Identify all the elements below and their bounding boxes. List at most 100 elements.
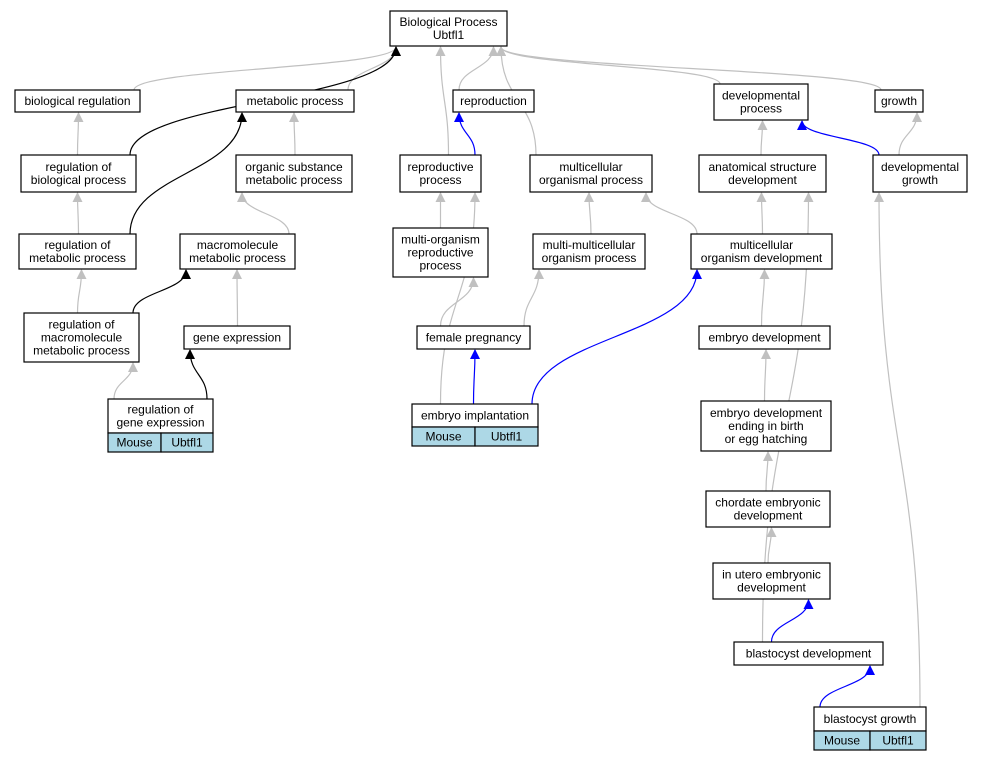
gene-cell <box>474 426 539 447</box>
term-label: in utero embryonic <box>722 568 821 582</box>
term-label: biological regulation <box>24 94 130 108</box>
term-label: development <box>728 173 797 187</box>
term-label: development <box>734 509 803 523</box>
edge-blastgrowth-to-devgrowth <box>874 192 921 708</box>
term-node-growth[interactable]: growth <box>874 89 924 113</box>
term-node-meta[interactable]: metabolic process <box>235 89 355 113</box>
term-node-breg[interactable]: biological regulation <box>14 89 141 113</box>
term-box <box>389 10 508 47</box>
edge-reggene-to-geneexp <box>185 349 208 400</box>
edge-reggene-to-regmacro <box>113 362 138 400</box>
term-label: reproductive <box>407 160 473 174</box>
term-label: growth <box>881 94 917 108</box>
term-box <box>18 233 137 270</box>
term-label: anatomical structure <box>708 160 816 174</box>
term-node-embdev[interactable]: embryo development <box>698 325 831 350</box>
term-box <box>733 641 884 666</box>
term-label: metabolic process <box>29 251 126 265</box>
edge-devgrowth-to-devp <box>797 120 880 156</box>
term-node-repro[interactable]: reproduction <box>452 89 535 113</box>
term-node-geneexp[interactable]: gene expression <box>183 325 291 350</box>
term-label: reproductive <box>407 246 473 260</box>
edge-embbirth-to-embdev <box>760 349 771 402</box>
edge-embdev-to-mcdev <box>759 269 770 327</box>
edge-regmacro-to-macro <box>132 269 191 314</box>
term-box <box>107 398 214 434</box>
term-node-blastdev[interactable]: blastocyst development <box>733 641 884 666</box>
term-label: organism process <box>542 251 637 265</box>
term-box <box>705 490 831 528</box>
edge-geneexp-to-macro <box>232 269 243 327</box>
term-label: reproduction <box>460 94 527 108</box>
term-label: chordate embryonic <box>715 496 820 510</box>
species-label: Mouse <box>425 430 461 444</box>
term-box <box>392 227 489 278</box>
edge-regmeta-to-meta <box>129 112 247 235</box>
term-label: organic substance <box>245 160 343 174</box>
term-label: or egg hatching <box>725 432 808 446</box>
term-label: macromolecule <box>197 238 279 252</box>
edge-macro-to-orgsub <box>237 192 290 235</box>
term-label: developmental <box>722 89 800 103</box>
term-box <box>713 83 809 121</box>
term-label: process <box>419 173 461 187</box>
edge-mcdev-to-anat <box>756 192 767 235</box>
term-box <box>700 400 832 452</box>
term-label: growth <box>902 173 938 187</box>
edge-devp-to-bp <box>496 46 721 85</box>
term-label: regulation of <box>48 318 115 332</box>
term-box <box>235 89 355 113</box>
edge-chord-to-embbirth <box>762 451 773 492</box>
edge-growth-to-bp <box>496 46 882 91</box>
term-label: Ubtfl1 <box>433 28 465 42</box>
term-label: biological process <box>31 173 126 187</box>
term-box <box>399 154 482 193</box>
edge-blastgrowth-to-blastdev <box>819 665 875 708</box>
term-node-femp[interactable]: female pregnancy <box>416 325 531 350</box>
edge-reprop-to-bp <box>435 46 450 156</box>
term-label: gene expression <box>116 416 204 430</box>
term-box <box>183 325 291 350</box>
edge-breg-to-bp <box>133 46 401 91</box>
term-label: process <box>740 102 782 116</box>
term-label: blastocyst growth <box>824 712 917 726</box>
term-box <box>235 154 353 193</box>
term-label: process <box>419 259 461 273</box>
term-label: regulation of <box>45 160 112 174</box>
gene-label: Ubtfl1 <box>882 734 914 748</box>
term-box <box>813 706 927 732</box>
term-label: regulation of <box>127 403 194 417</box>
term-label: regulation of <box>44 238 111 252</box>
gene-label: Ubtfl1 <box>171 436 203 450</box>
term-label: embryo development <box>710 406 823 420</box>
edge-regbio-to-breg <box>73 112 84 156</box>
species-label: Mouse <box>116 436 152 450</box>
term-box <box>529 154 653 193</box>
edge-femp-to-multirepro <box>439 277 479 327</box>
edge-embimp-to-mcdev <box>531 269 702 405</box>
term-label: metabolic process <box>33 344 130 358</box>
edge-devgrowth-to-growth <box>898 112 922 156</box>
